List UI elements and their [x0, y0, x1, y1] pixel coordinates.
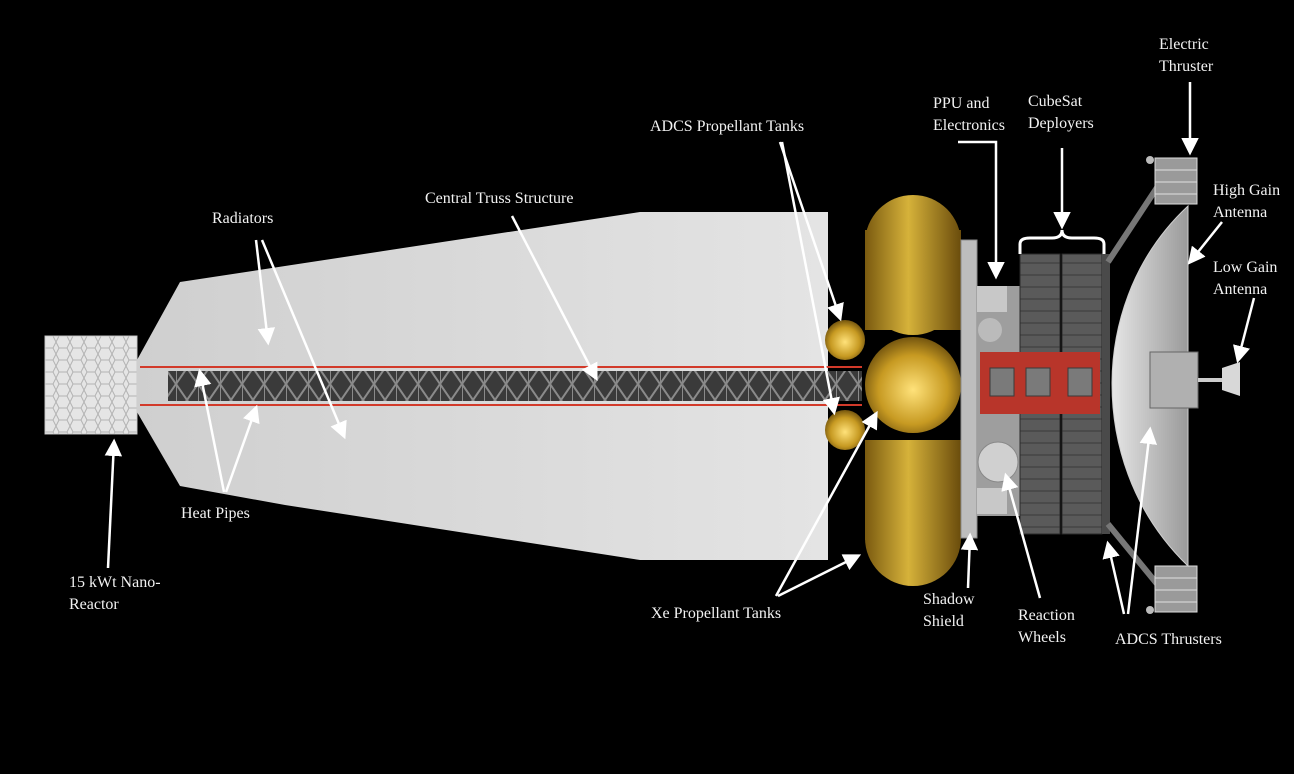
- electric-thruster-bottom: [1146, 565, 1198, 614]
- arrow-reaction-wheels: [1001, 472, 1042, 599]
- arrow-heat-pipes-b: [224, 404, 260, 493]
- label-ppu: PPU and Electronics: [933, 93, 1005, 137]
- central-truss: [168, 371, 862, 401]
- shadow-shield: [960, 239, 978, 539]
- arrow-reactor: [104, 438, 123, 569]
- arrow-adcs-tank-b: [780, 141, 840, 416]
- cubesat-bracket: [1018, 229, 1106, 254]
- label-adcs-tanks-line-1: ADCS Propellant Tanks: [650, 118, 805, 135]
- label-shadow-shield: Shadow Shield: [923, 589, 975, 633]
- low-gain-antenna: [1222, 362, 1240, 396]
- label-high-gain-line-2: Antenna: [1213, 204, 1268, 221]
- arrow-heat-pipes-a: [194, 368, 226, 493]
- label-ppu-line-2: Electronics: [933, 117, 1005, 134]
- label-low-gain: Low Gain Antenna: [1213, 257, 1277, 301]
- label-high-gain-line-1: High Gain: [1213, 182, 1281, 199]
- arrow-high-gain: [1187, 221, 1223, 265]
- reaction-wheel: [977, 441, 1019, 483]
- label-shadow-shield-line-2: Shield: [923, 613, 964, 630]
- label-reaction-wheels-line-2: Wheels: [1018, 629, 1066, 646]
- arrow-truss: [510, 215, 598, 382]
- arrow-ppu: [958, 140, 1005, 280]
- label-low-gain-line-2: Antenna: [1213, 281, 1268, 298]
- label-cubesat-line-1: CubeSat: [1028, 93, 1083, 110]
- cubesat-deployers: [980, 253, 1110, 535]
- nano-reactor: [44, 335, 138, 435]
- label-adcs-tanks: ADCS Propellant Tanks: [650, 116, 804, 138]
- antenna-hub: [1149, 351, 1199, 409]
- label-adcs-thrusters: ADCS Thrusters: [1115, 629, 1222, 651]
- xe-tank-sphere: [865, 337, 961, 433]
- thruster-boom-top: [1105, 178, 1165, 264]
- arrow-adcs-tank-a: [778, 141, 844, 322]
- reaction-wheel-upper: [978, 318, 1002, 342]
- electric-thruster-top: [1146, 156, 1198, 205]
- label-reactor-line-2: Reactor: [69, 596, 119, 613]
- arrow-adcs-thruster-a: [1102, 540, 1126, 615]
- arrow-xe-tank-b: [777, 554, 862, 598]
- label-truss-line-1: Central Truss Structure: [425, 190, 574, 207]
- xe-tank-top: [865, 195, 961, 335]
- label-shadow-shield-line-1: Shadow: [923, 591, 975, 608]
- label-adcs-thrusters-line-1: ADCS Thrusters: [1115, 631, 1222, 648]
- label-reactor: 15 kWt Nano- Reactor: [69, 572, 161, 616]
- label-electric-thruster-line-2: Thruster: [1159, 58, 1214, 75]
- label-electric-thruster-line-1: Electric: [1159, 36, 1209, 53]
- label-low-gain-line-1: Low Gain: [1213, 259, 1278, 276]
- label-high-gain: High Gain Antenna: [1213, 180, 1280, 224]
- arrow-xe-tank-a: [774, 410, 878, 597]
- ppu-box-lower: [977, 488, 1007, 514]
- label-electric-thruster: Electric Thruster: [1159, 34, 1213, 78]
- label-cubesat-line-2: Deployers: [1028, 115, 1094, 132]
- label-xe-tanks-line-1: Xe Propellant Tanks: [651, 605, 782, 622]
- arrow-radiators-b: [260, 239, 347, 440]
- label-reaction-wheels-line-1: Reaction: [1018, 607, 1075, 624]
- leader-arrows: [104, 82, 1256, 615]
- arrow-low-gain: [1233, 297, 1256, 364]
- label-reactor-line-1: 15 kWt Nano-: [69, 574, 161, 591]
- xe-tank-bottom: [865, 440, 961, 586]
- label-heat-pipes-line-1: Heat Pipes: [181, 505, 250, 522]
- label-xe-tanks: Xe Propellant Tanks: [651, 603, 781, 625]
- arrow-adcs-thruster-b: [1126, 426, 1158, 615]
- ppu-box: [977, 286, 1007, 312]
- label-ppu-line-1: PPU and: [933, 95, 990, 112]
- label-cubesat: CubeSat Deployers: [1028, 91, 1094, 135]
- label-reaction-wheels: Reaction Wheels: [1018, 605, 1075, 649]
- adcs-tank-top: [825, 320, 865, 360]
- label-radiators-line-1: Radiators: [212, 210, 274, 227]
- label-heat-pipes: Heat Pipes: [181, 503, 250, 525]
- arrow-shadow-shield: [960, 532, 979, 589]
- arrow-radiators-a: [254, 239, 276, 346]
- label-radiators: Radiators: [212, 208, 273, 230]
- label-truss: Central Truss Structure: [425, 188, 573, 210]
- adcs-tank-bottom: [825, 410, 865, 450]
